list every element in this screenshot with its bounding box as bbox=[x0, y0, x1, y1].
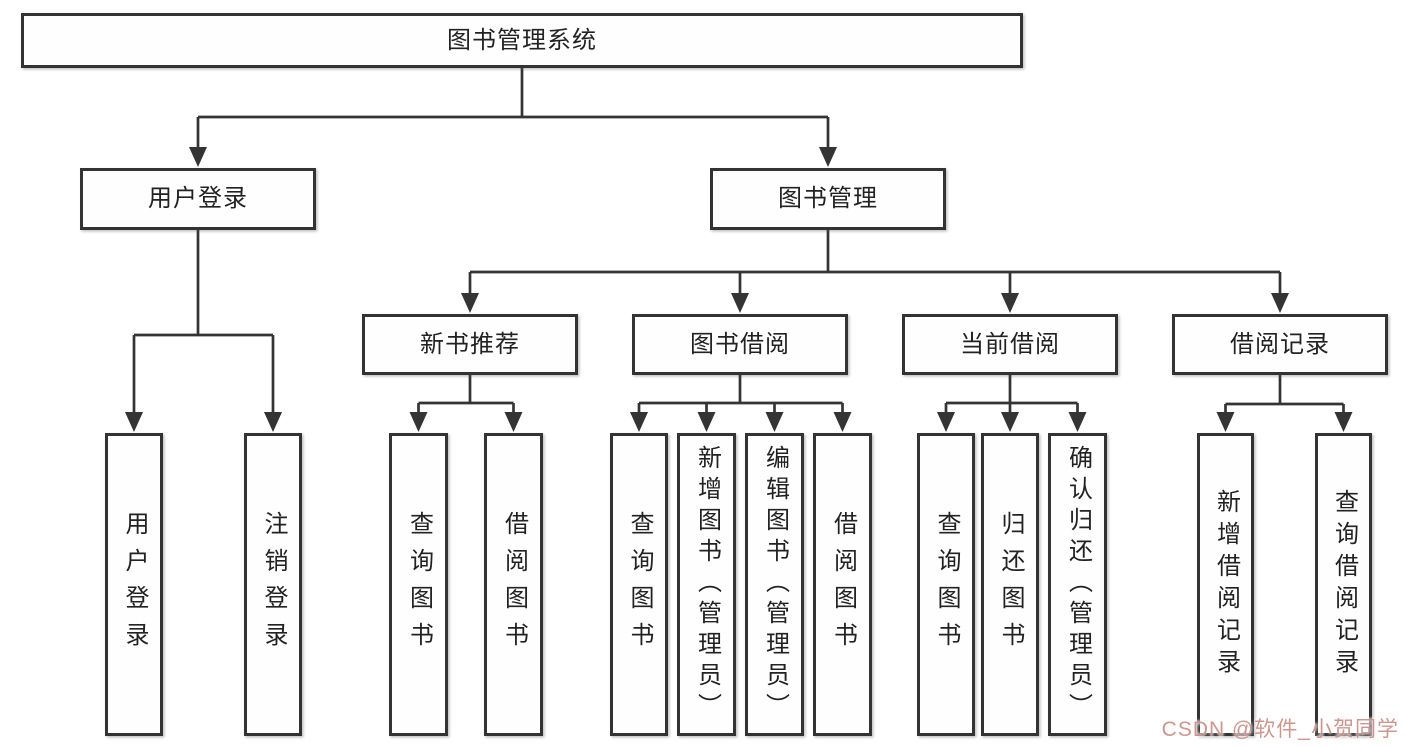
arrowhead-icon bbox=[189, 147, 207, 167]
arrowhead-icon bbox=[1216, 412, 1235, 432]
node-label-nb-borrow: 借阅图书 bbox=[500, 510, 528, 659]
arrowhead-icon bbox=[461, 293, 479, 313]
node-cu-return: 归还图书 bbox=[981, 433, 1039, 736]
node-label-mgmt: 图书管理 bbox=[778, 185, 878, 212]
arrowhead-icon bbox=[630, 412, 648, 432]
node-label-records: 借阅记录 bbox=[1230, 330, 1330, 358]
arrowhead-icon bbox=[937, 412, 955, 432]
node-mgmt: 图书管理 bbox=[710, 168, 946, 230]
arrowhead-icon bbox=[125, 412, 143, 432]
node-cu-query: 查询图书 bbox=[917, 433, 975, 736]
node-label-borrowing: 图书借阅 bbox=[690, 330, 790, 358]
node-label-nb-query: 查询图书 bbox=[405, 510, 433, 659]
node-label-cu-return: 归还图书 bbox=[997, 510, 1024, 659]
node-bw-query: 查询图书 bbox=[610, 433, 668, 736]
node-newbooks: 新书推荐 bbox=[362, 314, 578, 375]
node-label-bw-borrow: 借阅图书 bbox=[829, 510, 857, 659]
node-label-rc-add: 新增借阅记录 bbox=[1212, 488, 1240, 681]
watermark: CSDN @软件_小贺同学 bbox=[1161, 718, 1399, 741]
node-rc-add: 新增借阅记录 bbox=[1197, 433, 1254, 736]
node-label-cu-confirm: 确认归还（管理员） bbox=[1064, 445, 1092, 724]
node-bw-edit: 编辑图书（管理员） bbox=[745, 433, 804, 736]
node-label-bw-add: 新增图书（管理员） bbox=[693, 445, 721, 724]
arrowhead-icon bbox=[1001, 293, 1019, 313]
node-login-user: 用户登录 bbox=[105, 433, 163, 736]
arrowhead-icon bbox=[833, 412, 852, 432]
node-label-root: 图书管理系统 bbox=[447, 26, 597, 54]
arrowhead-icon bbox=[697, 412, 716, 432]
arrowhead-icon bbox=[409, 412, 428, 432]
node-bw-add: 新增图书（管理员） bbox=[677, 433, 736, 736]
node-label-current: 当前借阅 bbox=[960, 330, 1060, 358]
arrowhead-icon bbox=[1271, 293, 1289, 313]
node-label-cu-query: 查询图书 bbox=[933, 510, 960, 659]
node-nb-borrow: 借阅图书 bbox=[484, 433, 543, 736]
node-logout: 注销登录 bbox=[244, 433, 302, 736]
node-rc-query: 查询借阅记录 bbox=[1315, 433, 1372, 736]
node-root: 图书管理系统 bbox=[21, 13, 1023, 68]
node-cu-confirm: 确认归还（管理员） bbox=[1048, 433, 1107, 736]
node-label-newbooks: 新书推荐 bbox=[420, 330, 520, 358]
arrowhead-icon bbox=[1001, 412, 1019, 432]
node-label-logout: 注销登录 bbox=[260, 510, 287, 659]
arrowhead-icon bbox=[819, 147, 837, 167]
node-label-rc-query: 查询借阅记录 bbox=[1330, 488, 1358, 681]
node-label-login-user: 用户登录 bbox=[121, 510, 148, 659]
arrowhead-icon bbox=[504, 412, 523, 432]
arrowhead-icon bbox=[731, 293, 749, 313]
node-records: 借阅记录 bbox=[1172, 314, 1388, 375]
node-label-login: 用户登录 bbox=[148, 185, 248, 212]
arrowhead-icon bbox=[264, 412, 282, 432]
node-nb-query: 查询图书 bbox=[389, 433, 448, 736]
node-current: 当前借阅 bbox=[902, 314, 1118, 375]
arrowhead-icon bbox=[1334, 412, 1353, 432]
node-label-bw-edit: 编辑图书（管理员） bbox=[761, 445, 789, 724]
node-bw-borrow: 借阅图书 bbox=[813, 433, 872, 736]
arrowhead-icon bbox=[765, 412, 784, 432]
node-label-bw-query: 查询图书 bbox=[626, 510, 653, 659]
arrowhead-icon bbox=[1068, 412, 1087, 432]
node-borrowing: 图书借阅 bbox=[632, 314, 848, 375]
node-login: 用户登录 bbox=[80, 168, 316, 230]
